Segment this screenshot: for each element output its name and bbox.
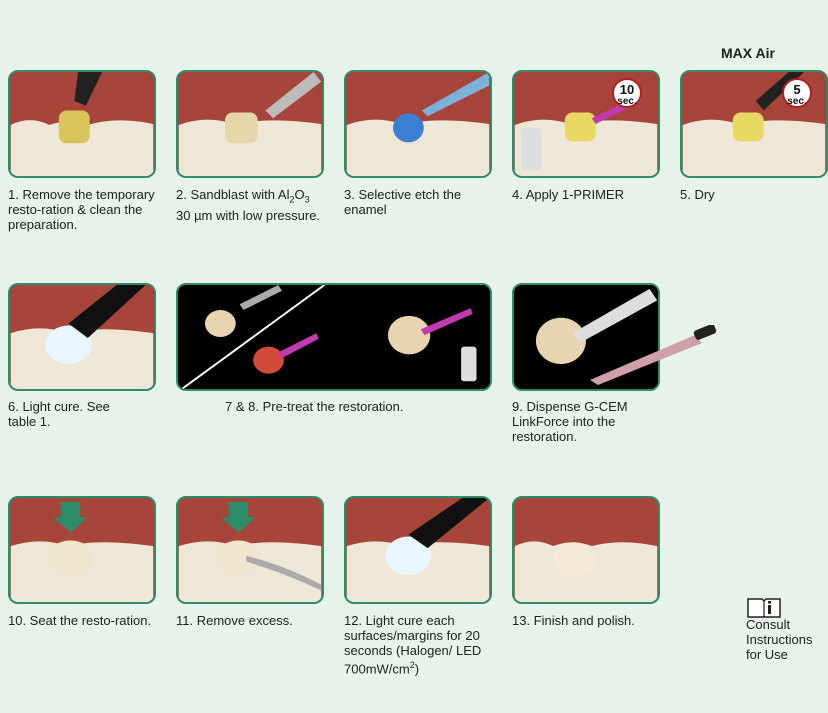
- step-2-sub-2: 3: [305, 195, 310, 205]
- step-9-caption: 9. Dispense G-CEM LinkForce into the res…: [512, 399, 662, 444]
- step-3-image: [344, 70, 492, 178]
- consult-ifu-text: Consult Instructions for Use: [746, 617, 826, 662]
- step-12-caption-post: ): [415, 661, 419, 676]
- step-1-caption: 1. Remove the temporary resto-ration & c…: [8, 187, 158, 232]
- step-13-caption: 13. Finish and polish.: [512, 613, 642, 628]
- step-2-caption-pre: 2. Sandblast with Al: [176, 187, 289, 202]
- step-5-caption: 5. Dry: [680, 187, 820, 202]
- step-2-caption-mid: O: [294, 187, 304, 202]
- step-10-caption: 10. Seat the resto-ration.: [8, 613, 158, 628]
- step-10-image: [8, 496, 156, 604]
- max-air-label: MAX Air: [721, 45, 775, 61]
- step-4-timer-value: 10: [614, 83, 640, 96]
- step-12-caption: 12. Light cure each surfaces/margins for…: [344, 613, 494, 676]
- step-2-image: [176, 70, 324, 178]
- step-4-caption: 4. Apply 1-PRIMER: [512, 187, 672, 202]
- step-2-caption-post: 30 µm with low pressure.: [176, 208, 320, 223]
- step-12-image: [344, 496, 492, 604]
- step-11-image: [176, 496, 324, 604]
- step-6-image: [8, 283, 156, 391]
- step-5-timer-unit: sec.: [784, 96, 810, 107]
- step-4-timer-unit: sec.: [614, 96, 640, 107]
- step-4-timer-badge: 10 sec.: [612, 78, 642, 108]
- step-7-8-image: [176, 283, 492, 391]
- step-5-timer-badge: 5 sec.: [782, 78, 812, 108]
- step-7-8-caption: 7 & 8. Pre-treat the restoration.: [225, 399, 485, 414]
- step-11-caption: 11. Remove excess.: [176, 613, 336, 628]
- step-2-caption: 2. Sandblast with Al2O3 30 µm with low p…: [176, 187, 326, 223]
- step-13-image: [512, 496, 660, 604]
- step-1-image: [8, 70, 156, 178]
- step-5-timer-value: 5: [784, 83, 810, 96]
- syringe-icon: [590, 325, 720, 385]
- step-3-caption: 3. Selective etch the enamel: [344, 187, 494, 217]
- info-book-icon: [746, 597, 782, 619]
- step-6-caption: 6. Light cure. See table 1.: [8, 399, 128, 429]
